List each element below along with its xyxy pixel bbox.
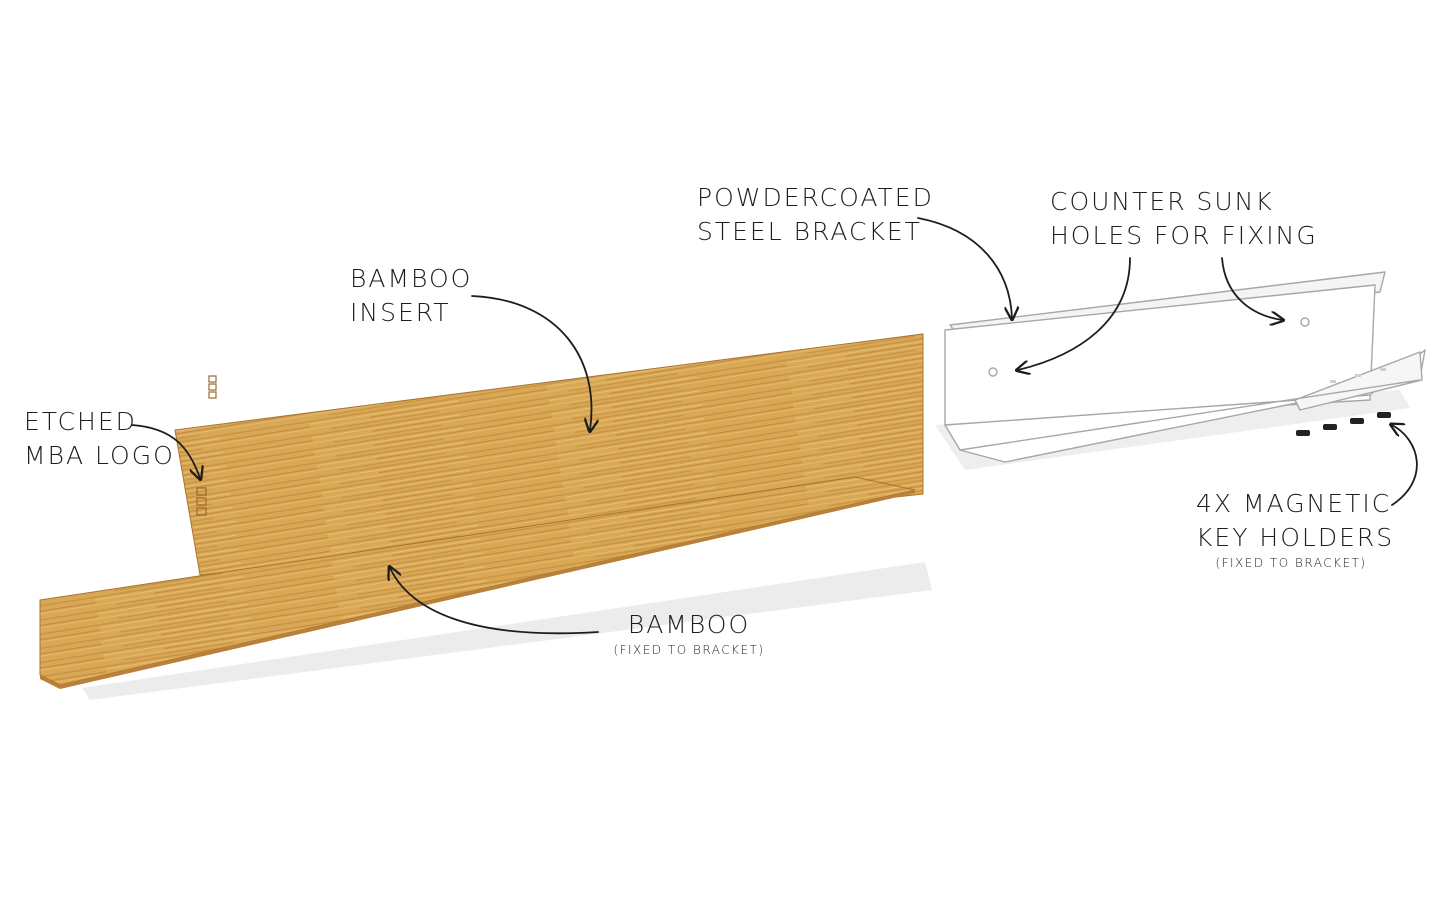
label-etched-logo-line2: MBA LOGO [24, 441, 175, 470]
label-bamboo-shelf-note: (FIXED TO BRACKET) [613, 643, 765, 657]
arrow-magnets [1392, 425, 1418, 506]
label-magnets-note: (FIXED TO BRACKET) [1215, 556, 1367, 570]
label-bamboo-shelf-line1: BAMBOO [627, 610, 751, 639]
arrow-bamboo-shelf [390, 568, 599, 635]
label-bamboo-insert-line2: INSERT [350, 298, 451, 327]
label-magnets: 4x MAGNETIC KEY HOLDERS (FIXED TO BRACKE… [1196, 487, 1395, 571]
label-bamboo-insert-line1: BAMBOO [350, 264, 473, 293]
magnetic-key-holders [1296, 412, 1391, 436]
label-bracket-line1: POWDERCOATED [697, 183, 934, 212]
label-bracket: POWDERCOATED STEEL BRACKET [697, 181, 934, 249]
arrow-hole-right [1221, 257, 1282, 320]
label-bamboo-insert: BAMBOO INSERT [350, 262, 472, 330]
countersunk-hole-right [1300, 317, 1310, 327]
countersunk-hole-left [988, 367, 998, 377]
label-magnets-line1: 4x MAGNETIC [1196, 489, 1392, 518]
etched-logo-mark-right [208, 375, 217, 399]
arrow-etched-logo [131, 424, 200, 478]
label-etched-logo: ETCHED MBA LOGO [24, 405, 175, 473]
etched-logo-mark-left [196, 487, 207, 516]
arrow-bamboo-insert [471, 295, 592, 430]
label-etched-logo-line1: ETCHED [24, 407, 137, 436]
arrow-hole-left [1018, 257, 1131, 370]
label-bracket-line2: STEEL BRACKET [697, 217, 922, 246]
label-holes-line2: HOLES FOR FIXING [1050, 221, 1318, 250]
label-bamboo-shelf: BAMBOO (FIXED TO BRACKET) [604, 608, 774, 658]
label-holes: COUNTER SUNK HOLES FOR FIXING [1050, 185, 1318, 253]
label-holes-line1: COUNTER SUNK [1050, 187, 1274, 216]
arrow-bracket [917, 217, 1012, 318]
label-magnets-line2: KEY HOLDERS [1196, 523, 1395, 552]
steel-bracket [944, 271, 1426, 463]
